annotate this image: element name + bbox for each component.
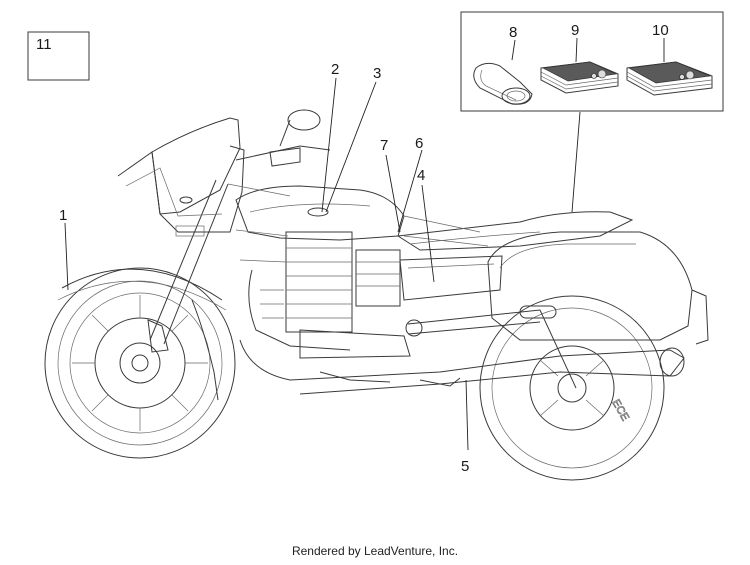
callout-11[interactable]: 11: [36, 36, 52, 53]
rear-wheel: ECE: [479, 295, 665, 481]
handlebar: [235, 109, 331, 167]
callout-1[interactable]: 1: [59, 207, 67, 224]
exhaust: [239, 339, 685, 395]
tool-roll-icon[interactable]: [473, 62, 533, 105]
saddlebag: [487, 231, 709, 345]
swingarm: [405, 309, 577, 389]
side-panel: [399, 255, 503, 301]
callout-2[interactable]: 2: [331, 61, 339, 78]
render-credit: Rendered by LeadVenture, Inc.: [291, 544, 459, 558]
callout-7[interactable]: 7: [380, 137, 388, 154]
front-wheel: [44, 267, 236, 459]
motorcycle-drawing: ECE: [44, 109, 709, 481]
engine: [248, 231, 411, 359]
fairing: [117, 117, 245, 237]
fuel-tank: [235, 185, 405, 241]
callout-8[interactable]: 8: [509, 24, 517, 41]
callout-6[interactable]: 6: [415, 135, 423, 152]
footpeg: [319, 371, 461, 387]
callout-3[interactable]: 3: [373, 65, 381, 82]
headlight: [179, 196, 193, 204]
callout-9[interactable]: 9: [571, 22, 579, 39]
item-11-box[interactable]: [27, 31, 90, 81]
frame: [227, 183, 489, 263]
front-fork: [147, 179, 229, 401]
service-manual-icon[interactable]: [626, 61, 713, 96]
callout-10[interactable]: 10: [652, 22, 669, 39]
accessories-inset-box: [460, 11, 724, 112]
tire-marking: ECE: [609, 398, 631, 424]
leader-lines: [64, 37, 665, 451]
callout-labels: 11 1 2 3 4 5 6 7 8 9 10: [36, 22, 669, 475]
callout-5[interactable]: 5: [461, 458, 469, 475]
callout-4[interactable]: 4: [417, 167, 425, 184]
seat: [396, 211, 634, 251]
owner-manual-icon[interactable]: [540, 61, 619, 94]
